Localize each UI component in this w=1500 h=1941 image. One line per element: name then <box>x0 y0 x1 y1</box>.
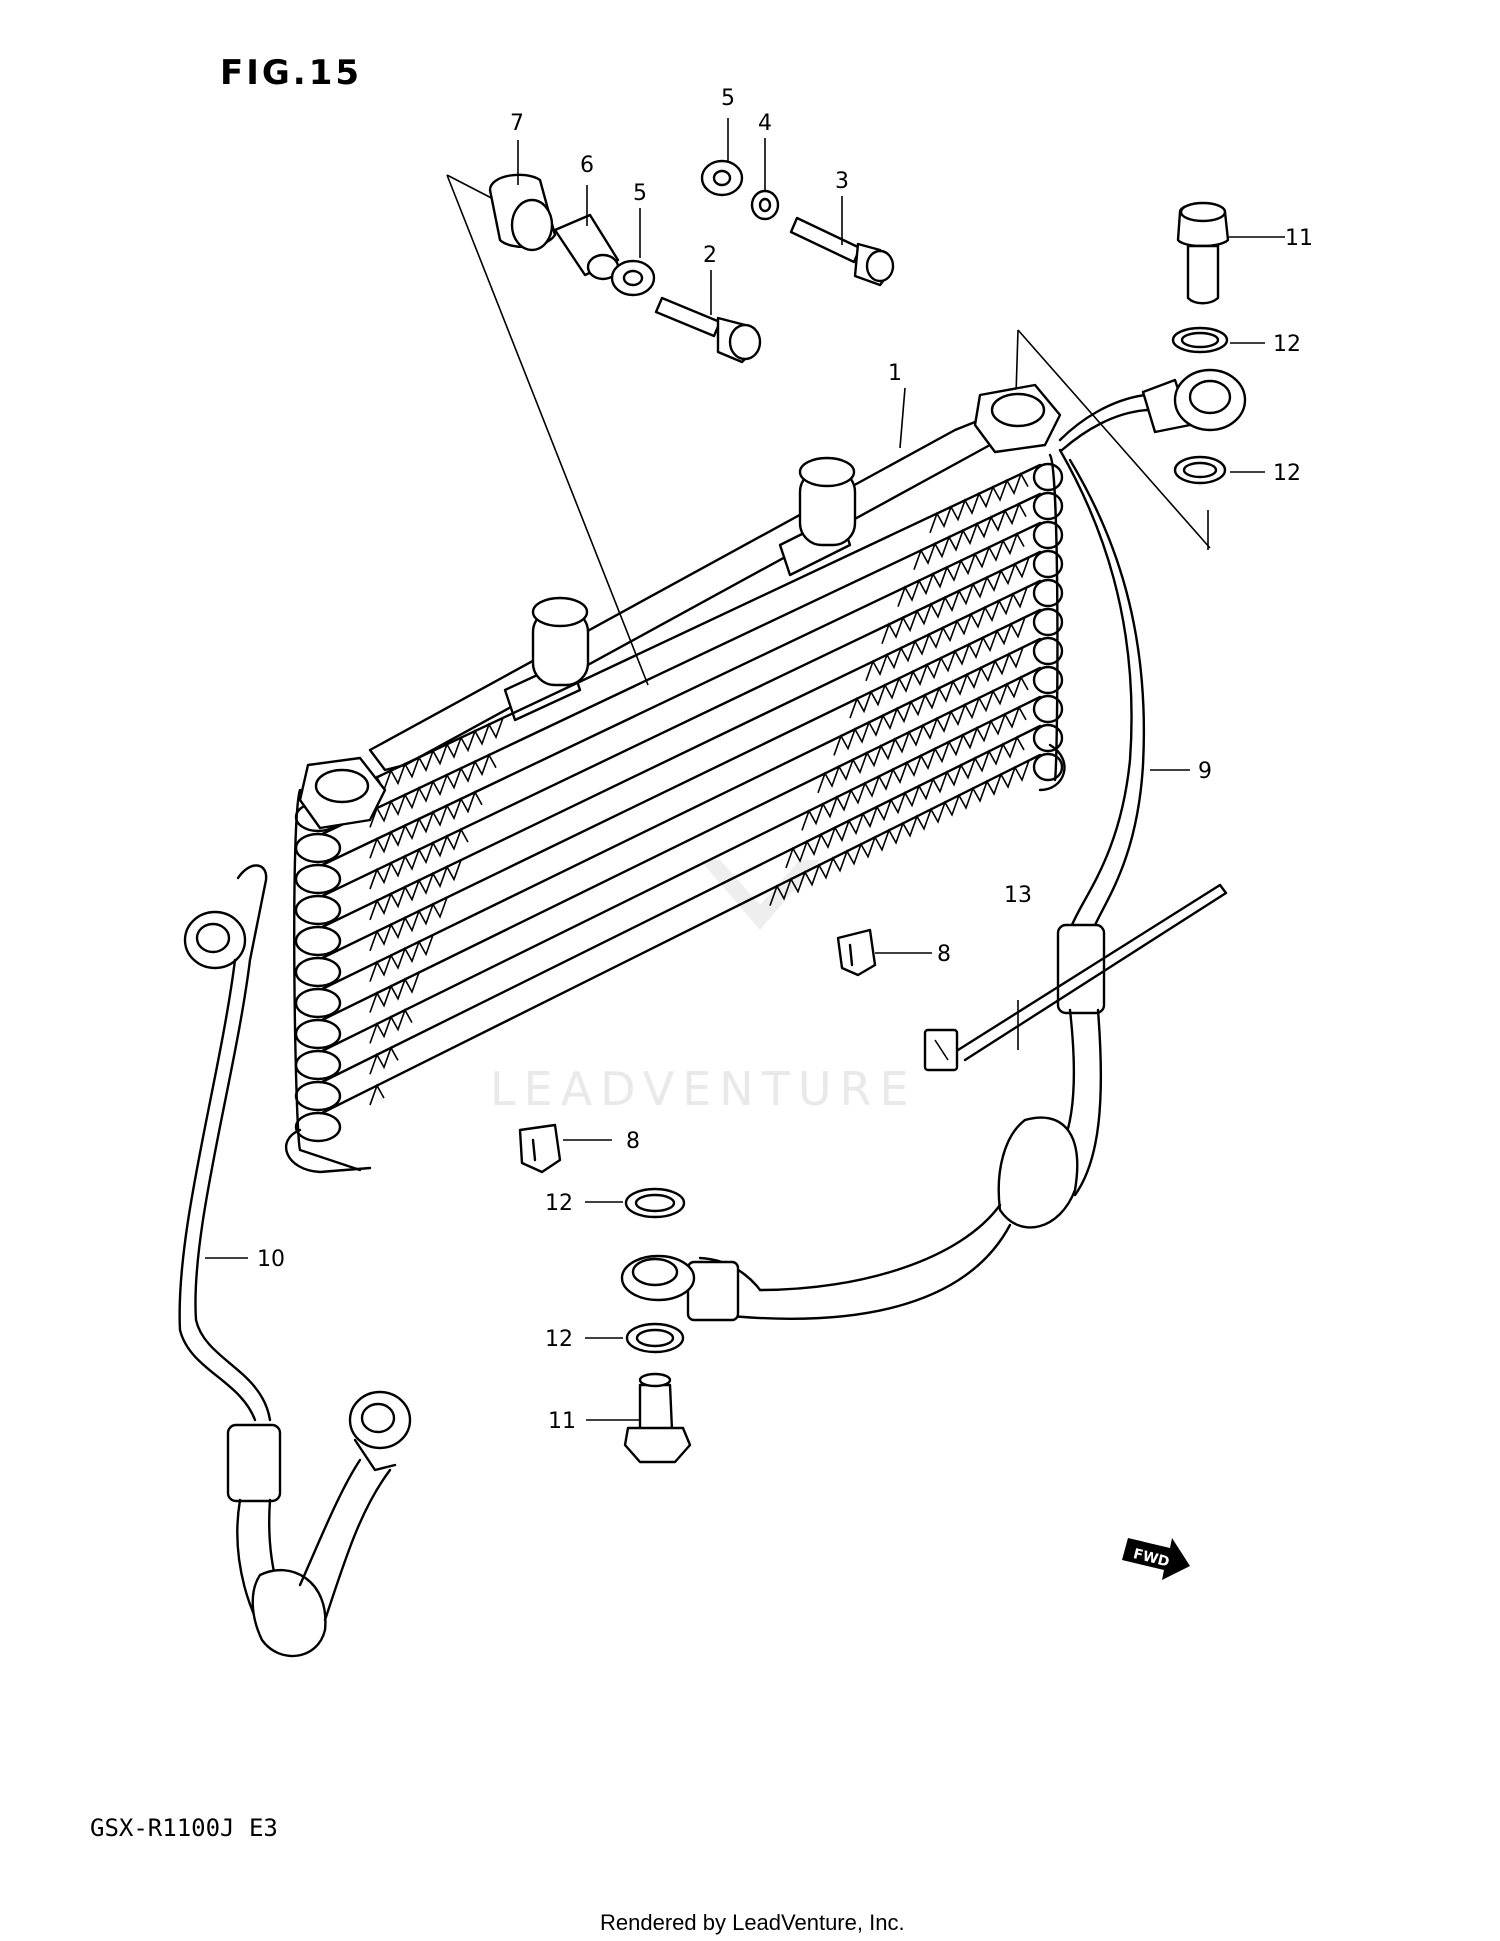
clip-8-lower <box>518 1123 562 1174</box>
oil-cooler-core <box>284 383 1066 1174</box>
cooler-fins <box>881 556 1030 644</box>
cooler-tube <box>316 666 1042 1024</box>
tube-end <box>1032 665 1064 695</box>
callout-6: 6 <box>580 153 594 178</box>
mounting-hardware <box>488 159 895 364</box>
tube-end <box>1032 636 1064 666</box>
tube-end <box>1032 578 1064 608</box>
cooler-fins <box>913 502 1027 570</box>
tube-end <box>294 956 342 988</box>
tube-end <box>294 832 342 864</box>
figure-title: FIG.15 <box>220 53 362 93</box>
tube-end <box>1032 520 1064 550</box>
cooler-fins <box>369 1083 385 1106</box>
callout-7: 7 <box>510 111 524 136</box>
cooler-fins <box>785 735 1025 869</box>
cooler-fins <box>865 586 1028 682</box>
tube-end <box>294 1080 342 1112</box>
cooler-fins <box>929 472 1029 534</box>
oil-hose-9 <box>620 448 1146 1322</box>
cooler-fins <box>369 1008 413 1044</box>
guide-lines <box>446 174 1211 686</box>
cooler-tube <box>316 753 1042 1117</box>
leader-lines <box>205 118 1285 1421</box>
cooler-tube <box>316 550 1042 900</box>
clip-8-upper <box>836 928 877 977</box>
upper-banjo-assembly <box>1141 201 1247 485</box>
cooler-fins <box>369 753 497 828</box>
tube-end <box>1032 607 1064 637</box>
cooler-fins <box>369 827 469 890</box>
fwd-arrow-icon: FWD <box>1122 1538 1190 1580</box>
cooler-tube <box>316 492 1042 838</box>
oil-hose-10 <box>178 864 412 1658</box>
callout-5-upper: 5 <box>721 86 735 111</box>
cooler-fins <box>369 717 504 797</box>
callout-12-lower-a: 12 <box>545 1191 573 1216</box>
lower-banjo-assembly <box>623 1187 692 1464</box>
tube-end <box>294 863 342 895</box>
cooler-tube <box>316 608 1042 962</box>
cooler-fins <box>833 647 1024 756</box>
callout-12-upper-a: 12 <box>1273 332 1301 357</box>
tube-end <box>294 987 342 1019</box>
cooler-fins <box>369 972 420 1013</box>
callout-10: 10 <box>257 1247 285 1272</box>
tube-end <box>294 925 342 957</box>
cooler-fins <box>817 675 1029 794</box>
tube-end <box>294 894 342 926</box>
cooler-fins <box>849 616 1026 719</box>
callout-12-lower-b: 12 <box>545 1327 573 1352</box>
callout-9: 9 <box>1198 759 1212 784</box>
watermark-text: LEADVENTURE <box>490 1062 917 1116</box>
callout-2: 2 <box>703 243 717 268</box>
tube-end <box>1032 491 1064 521</box>
tube-end <box>1032 752 1064 782</box>
callout-1: 1 <box>888 361 902 386</box>
tube-end <box>294 1111 342 1143</box>
callout-3: 3 <box>835 169 849 194</box>
tube-end <box>1032 694 1064 724</box>
callout-8-lower: 8 <box>626 1129 640 1154</box>
callout-8-upper: 8 <box>937 942 951 967</box>
callout-11-upper: 11 <box>1285 226 1313 251</box>
cable-tie-13 <box>923 883 1228 1072</box>
cooler-fins <box>369 934 434 982</box>
cooler-fins <box>369 1045 399 1075</box>
footer-credit: Rendered by LeadVenture, Inc. <box>600 1910 905 1935</box>
cooler-fins <box>369 897 448 952</box>
cooler-fins <box>897 532 1025 607</box>
watermark: LEADVENTURE <box>490 860 917 1116</box>
tube-end <box>294 1049 342 1081</box>
tube-end <box>1032 723 1064 753</box>
cooler-fins <box>369 790 483 859</box>
model-code: GSX-R1100J E3 <box>90 1814 278 1842</box>
callout-12-upper-b: 12 <box>1273 461 1301 486</box>
cooler-tube <box>316 579 1042 931</box>
cooler-tube <box>316 637 1042 993</box>
cooler-tube <box>316 463 1042 807</box>
callout-4: 4 <box>758 111 772 136</box>
tube-end <box>294 1018 342 1050</box>
callout-11-lower: 11 <box>548 1409 576 1434</box>
tube-end <box>1032 462 1064 492</box>
cooler-tube <box>316 695 1042 1055</box>
callout-13: 13 <box>1004 883 1032 908</box>
cooler-fins <box>769 760 1030 906</box>
tube-end <box>1032 549 1064 579</box>
cooler-fins <box>369 859 462 921</box>
hose-9-upper-stub <box>1058 393 1147 442</box>
callout-5-lower: 5 <box>633 181 647 206</box>
cooler-fins <box>801 705 1027 831</box>
callout-labels: 7 6 5 5 4 3 2 1 11 12 12 9 13 8 8 12 12 … <box>257 86 1313 1434</box>
